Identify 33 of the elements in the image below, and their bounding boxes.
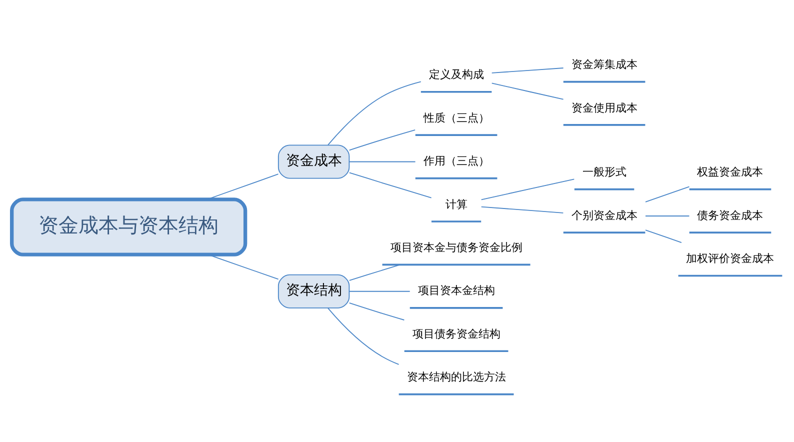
node-text: 权益资金成本 [697,165,764,178]
connector [328,307,400,364]
connector [491,82,564,100]
connector [328,80,422,145]
connector [480,206,564,213]
node-text: 加权评价资金成本 [686,252,774,265]
connector [348,264,401,280]
connector [480,178,575,200]
node-text: 债务资金成本 [697,208,764,222]
node-text: 资金使用成本 [571,100,638,114]
connector [348,128,416,150]
node-text: 项目资本金与债务资金比例 [390,240,522,254]
node-box: 资本结构 [278,274,350,308]
node-text: 个别资金成本 [571,208,638,222]
node-box: 资金成本与资本结构 [10,197,248,256]
connector [348,302,405,320]
node-text: 项目资本金结构 [418,284,495,297]
connector [645,229,682,242]
connector [645,186,690,202]
node-text: 作用（三点） [423,154,490,168]
node-text: 资本结构的比选方法 [406,370,506,384]
node-text: 一般形式 [582,165,626,178]
connector [349,290,410,292]
connector [349,160,416,162]
node-text: 定义及构成 [428,68,484,81]
connector [348,172,432,198]
node-text: 计算 [445,197,468,210]
node-text: 项目债务资金结构 [412,326,500,340]
connector [645,215,690,216]
node-text: 资金筹集成本 [571,58,638,71]
connector [491,67,564,73]
node-box: 资金成本 [278,144,350,178]
node-text: 性质（三点） [423,110,490,124]
